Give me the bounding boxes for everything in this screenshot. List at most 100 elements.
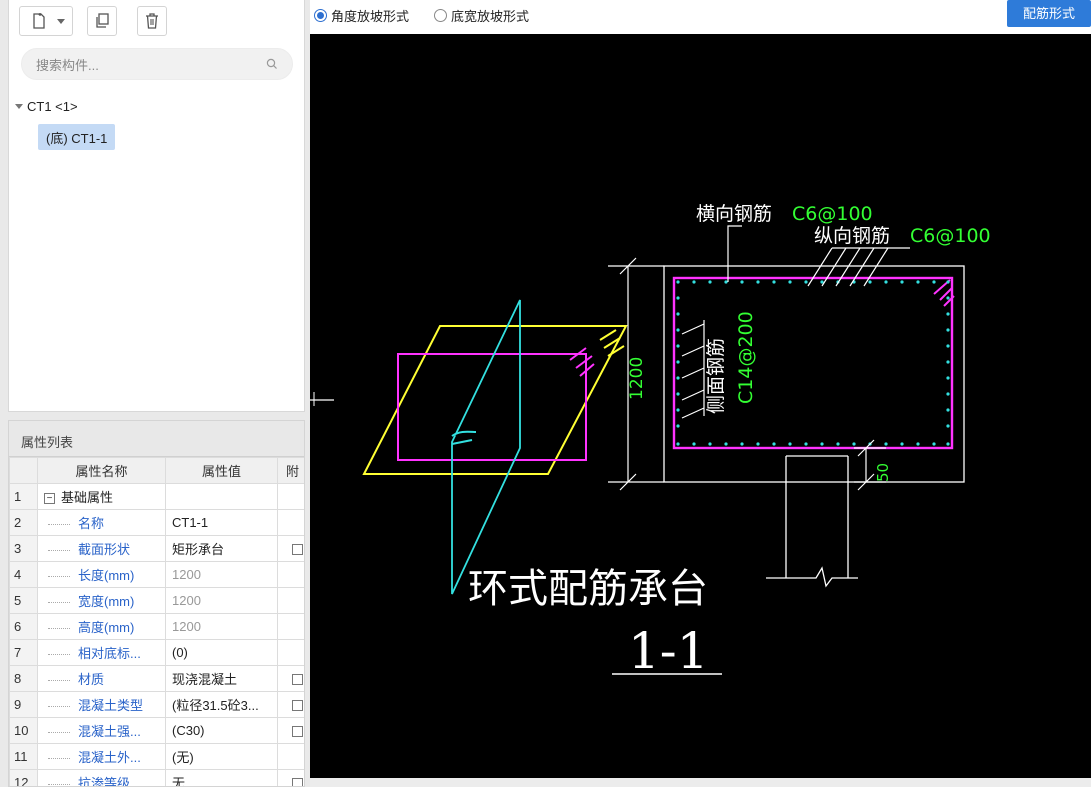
table-row[interactable]: 8 材质 现浇混凝土	[9, 665, 304, 692]
column-header-attach[interactable]: 附	[277, 457, 304, 484]
section-plane	[451, 299, 521, 595]
attach-cell	[277, 717, 304, 744]
table-row[interactable]: 12 抗渗等级 无	[9, 769, 304, 786]
transverse-rebar-value[interactable]: C6@100	[792, 203, 873, 225]
attach-cell	[277, 561, 304, 588]
search-icon[interactable]	[266, 58, 278, 70]
pile-outline	[785, 455, 849, 578]
search-box	[21, 48, 293, 80]
property-value[interactable]: (C30)	[165, 717, 278, 744]
row-number: 7	[9, 639, 38, 666]
property-value[interactable]: CT1-1	[165, 509, 278, 536]
table-row[interactable]: 1 −基础属性	[9, 483, 304, 510]
property-name: 混凝土强...	[37, 717, 166, 744]
table-row[interactable]: 5 宽度(mm) 1200	[9, 587, 304, 614]
chevron-down-icon	[57, 19, 65, 24]
attach-cell	[277, 665, 304, 692]
rebar-form-button[interactable]: 配筋形式	[1007, 0, 1091, 27]
row-number: 10	[9, 717, 38, 744]
row-number: 9	[9, 691, 38, 718]
property-value[interactable]: (0)	[165, 639, 278, 666]
attach-cell	[277, 769, 304, 786]
row-number: 12	[9, 769, 38, 786]
property-name-label: 长度(mm)	[78, 568, 135, 583]
attach-checkbox[interactable]	[292, 674, 303, 686]
attach-cell	[277, 509, 304, 536]
row-number: 1	[9, 483, 38, 510]
table-row[interactable]: 2 名称 CT1-1	[9, 509, 304, 536]
row-number: 3	[9, 535, 38, 562]
cad-drawing-canvas[interactable]: 横向钢筋 C6@100 纵向钢筋 C6@100 侧面钢筋 C14@200 120…	[310, 34, 1091, 778]
property-value[interactable]: 无	[165, 769, 278, 786]
attach-checkbox[interactable]	[292, 778, 303, 786]
width-slope-radio[interactable]: 底宽放坡形式	[434, 6, 529, 25]
column-header-value[interactable]: 属性值	[165, 457, 278, 484]
cover-dimension-text: 50	[874, 463, 892, 482]
property-value[interactable]	[165, 483, 278, 510]
attach-cell	[277, 587, 304, 614]
table-row[interactable]: 4 长度(mm) 1200	[9, 561, 304, 588]
table-row[interactable]: 7 相对底标... (0)	[9, 639, 304, 666]
longitudinal-rebar-label: 纵向钢筋	[814, 225, 890, 247]
side-rebar-label: 侧面钢筋	[705, 338, 727, 414]
transverse-leader	[727, 225, 742, 282]
copy-component-button[interactable]	[87, 6, 117, 36]
property-name: 高度(mm)	[37, 613, 166, 640]
transverse-rebar-label: 横向钢筋	[696, 203, 772, 225]
table-row[interactable]: 9 混凝土类型 (粒径31.5砼3...	[9, 691, 304, 718]
tree-node-ct1[interactable]: CT1 <1>	[15, 96, 78, 116]
delete-component-button[interactable]	[137, 6, 167, 36]
row-number: 4	[9, 561, 38, 588]
property-value[interactable]: (无)	[165, 743, 278, 770]
table-row[interactable]: 3 截面形状 矩形承台	[9, 535, 304, 562]
canvas-bottom-strip	[310, 778, 1091, 787]
trash-icon	[146, 13, 158, 29]
drawing-title: 环式配筋承台	[468, 566, 708, 612]
slope-outline	[362, 325, 628, 475]
rebar-dots	[676, 280, 950, 446]
property-value[interactable]: 1200	[165, 587, 278, 614]
property-value[interactable]: (粒径31.5砼3...	[165, 691, 278, 718]
property-name-label: 宽度(mm)	[78, 594, 135, 609]
property-name-label: 相对底标...	[78, 646, 141, 661]
new-component-button[interactable]	[19, 6, 73, 36]
table-row[interactable]: 10 混凝土强... (C30)	[9, 717, 304, 744]
search-input[interactable]	[36, 56, 256, 74]
side-rebar-value[interactable]: C14@200	[735, 311, 757, 404]
component-tree-panel: CT1 <1> (底) CT1-1	[8, 0, 305, 412]
table-row[interactable]: 6 高度(mm) 1200	[9, 613, 304, 640]
collapse-icon[interactable]: −	[44, 493, 55, 505]
attach-cell	[277, 535, 304, 562]
expand-arrow-icon[interactable]	[15, 103, 23, 109]
cap-outline-3d	[397, 353, 587, 461]
angle-slope-radio[interactable]: 角度放坡形式	[314, 6, 409, 25]
row-number: 8	[9, 665, 38, 692]
property-name: 截面形状	[37, 535, 166, 562]
left-panel: CT1 <1> (底) CT1-1 属性列表 属性名称 属性值 附 1 −基础属…	[0, 0, 310, 787]
property-name: 相对底标...	[37, 639, 166, 666]
attach-checkbox[interactable]	[292, 544, 303, 556]
attach-checkbox[interactable]	[292, 726, 303, 738]
property-value[interactable]: 1200	[165, 561, 278, 588]
longitudinal-rebar-value[interactable]: C6@100	[910, 225, 991, 247]
property-panel: 属性列表 属性名称 属性值 附 1 −基础属性 2	[8, 420, 305, 787]
angle-slope-label: 角度放坡形式	[331, 9, 410, 24]
property-value[interactable]: 1200	[165, 613, 278, 640]
width-slope-label: 底宽放坡形式	[451, 9, 530, 24]
property-name-label: 截面形状	[78, 542, 131, 557]
column-header-name[interactable]: 属性名称	[37, 457, 166, 484]
column-header-num	[9, 457, 38, 484]
property-value[interactable]: 现浇混凝土	[165, 665, 278, 692]
attach-checkbox[interactable]	[292, 700, 303, 712]
property-name-label: 混凝土强...	[78, 724, 141, 739]
property-name: 名称	[37, 509, 166, 536]
attach-cell	[277, 613, 304, 640]
row-number: 5	[9, 587, 38, 614]
property-value[interactable]: 矩形承台	[165, 535, 278, 562]
tree-node-ct1-1[interactable]: (底) CT1-1	[38, 124, 116, 150]
property-name: 混凝土外...	[37, 743, 166, 770]
row-number: 2	[9, 509, 38, 536]
radio-selected-icon	[314, 9, 327, 22]
concrete-outline	[663, 265, 965, 483]
table-row[interactable]: 11 混凝土外... (无)	[9, 743, 304, 770]
